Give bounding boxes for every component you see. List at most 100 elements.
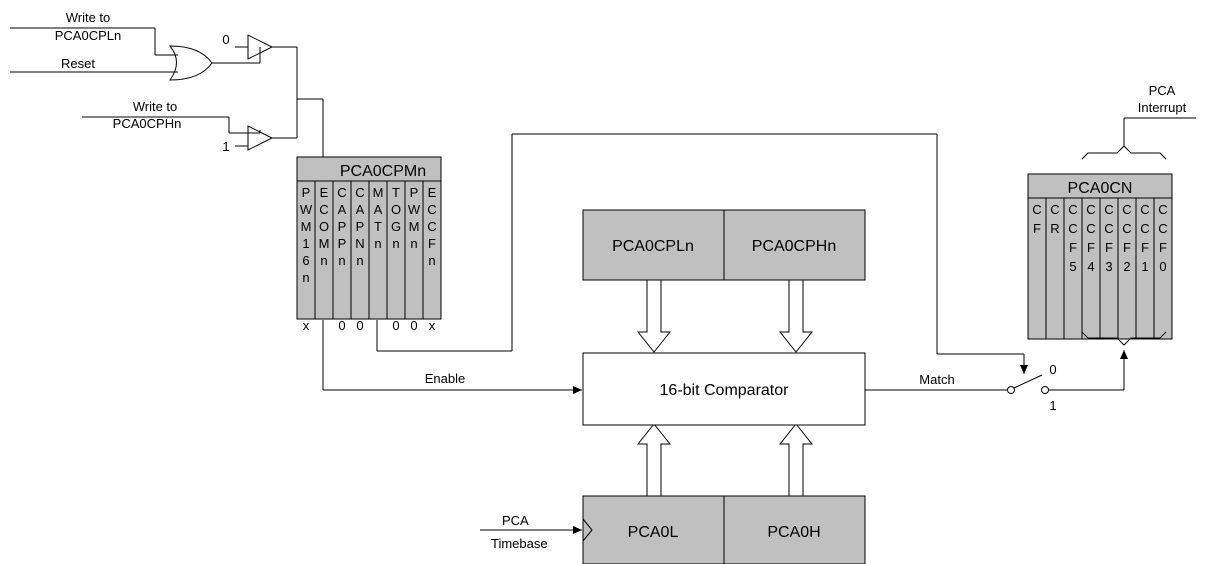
pca0cpmn-bit-3-char-3: N	[355, 236, 364, 251]
interrupt-label-2: Interrupt	[1138, 100, 1187, 115]
buffer-bottom-input-value: 1	[222, 139, 229, 154]
pca0cpmn-title: PCA0CPMn	[340, 163, 426, 180]
switch-pos-1: 1	[1049, 398, 1056, 413]
pca0cpmn-bit-6-char-0: P	[410, 185, 419, 200]
write-to-cpl-label-2: PCA0CPLn	[55, 28, 121, 43]
pca0cpmn-bit-1-char-2: O	[319, 219, 329, 234]
pca0cn-bit-5-char-0: C	[1122, 202, 1131, 217]
pca0cpmn-bit-3-char-0: C	[355, 185, 364, 200]
switch-pos-0: 0	[1049, 362, 1056, 377]
bus-arrow-cpl-down	[636, 279, 672, 353]
write-to-cph-label-2: PCA0CPHn	[113, 116, 182, 131]
pca0cpmn-bit-7-char-3: F	[428, 236, 436, 251]
pca0cn-bit-7-char-3: 0	[1159, 259, 1166, 274]
pca0cpmn-bit-2-char-0: C	[337, 185, 346, 200]
pca0cn-bit-7-char-0: C	[1158, 202, 1167, 217]
bus-arrow-low-up	[636, 423, 672, 497]
pca0cn-bit-6-char-3: 1	[1141, 259, 1148, 274]
pca0cpmn-bit-0-char-0: P	[302, 185, 311, 200]
switch-pivot	[1007, 386, 1015, 394]
pca0cpmn-value-0: x	[303, 318, 310, 333]
pca0cn-bit-3-char-2: F	[1087, 240, 1095, 255]
pca0cpmn-bit-4-char-0: M	[373, 185, 384, 200]
pca0cpmn-bit-3-char-1: A	[356, 202, 365, 217]
pca0cn-bit-5-char-3: 2	[1123, 259, 1130, 274]
reset-label: Reset	[61, 56, 95, 71]
pca0cpmn-value-6: 0	[410, 318, 417, 333]
pca0cn-bit-2-char-1: C	[1068, 221, 1077, 236]
input-logic: Write to PCA0CPLn Reset 0 Write to PCA0C…	[10, 10, 327, 185]
pca0cpmn-register: PCA0CPMnPWM16nECOMnCAPPnCAPNnMATnTOGnPWM…	[296, 156, 442, 333]
pca0cn-bit-6-char-2: F	[1141, 240, 1149, 255]
pca0cn-bit-5-char-1: C	[1122, 221, 1131, 236]
pca0cpmn-bit-6-char-3: n	[410, 236, 417, 251]
pca-interrupt: PCA Interrupt	[1081, 83, 1196, 346]
write-to-cph-label-1: Write to	[133, 99, 178, 114]
pca0cpmn-bit-5-char-0: T	[392, 185, 400, 200]
pca0cpmn-bit-7-char-0: E	[428, 185, 437, 200]
pca0cpmn-bit-2-char-4: n	[338, 253, 345, 268]
pca0cpmn-bit-0-char-5: n	[302, 270, 309, 285]
match-label: Match	[919, 372, 954, 387]
tristate-buffer-top	[247, 34, 274, 60]
pca0l-register: PCA0L	[628, 524, 679, 541]
pca0cn-bit-2-char-2: F	[1069, 240, 1077, 255]
pca0cpmn-bit-5-char-2: G	[391, 219, 401, 234]
pca0cpmn-value-2: 0	[338, 318, 345, 333]
pca0h-register: PCA0H	[767, 524, 820, 541]
comparator-label: 16-bit Comparator	[660, 382, 790, 399]
timebase-label-1: PCA	[502, 513, 529, 528]
pca0cn-bit-2-char-3: 5	[1069, 259, 1076, 274]
pca0cpmn-bit-7-char-2: C	[427, 219, 436, 234]
cpm-signal-lines: Enable	[322, 133, 1028, 394]
timebase-label-2: Timebase	[491, 536, 548, 551]
pca0cphn-register: PCA0CPHn	[752, 238, 836, 255]
pca0cpmn-bit-0-char-1: W	[300, 202, 313, 217]
pca0cpmn-bit-3-char-4: n	[356, 253, 363, 268]
pca0cpmn-bit-1-char-4: n	[320, 253, 327, 268]
pca0cpmn-bit-5-char-3: n	[392, 236, 399, 251]
pca0cpmn-bit-0-char-2: M	[301, 219, 312, 234]
timer-registers: PCA0L PCA0H PCA Timebase	[480, 495, 866, 564]
pca0cn-bit-2-char-0: C	[1068, 202, 1077, 217]
pca0cpmn-bit-4-char-3: n	[374, 236, 381, 251]
pca0cpmn-bit-2-char-1: A	[338, 202, 347, 217]
pca0cn-bit-4-char-2: F	[1105, 240, 1113, 255]
pca0cpmn-bit-3-char-2: P	[356, 219, 365, 234]
pca0cn-bit-3-char-3: 4	[1087, 259, 1094, 274]
pca0cn-bit-6-char-0: C	[1140, 202, 1149, 217]
comparator: 16-bit Comparator	[582, 352, 866, 426]
pca0cpmn-value-5: 0	[392, 318, 399, 333]
brace-top	[1081, 145, 1167, 160]
switch-contact-1	[1041, 386, 1049, 394]
pca0cpmn-bit-6-char-2: M	[409, 219, 420, 234]
pca0cpmn-bit-4-char-2: T	[374, 219, 382, 234]
pca0cn-bit-7-char-1: C	[1158, 221, 1167, 236]
pca0cpln-register: PCA0CPLn	[612, 238, 694, 255]
pca0cn-bit-1-char-1: R	[1050, 221, 1059, 236]
bus-arrow-cph-down	[778, 279, 814, 353]
pca0cpmn-bit-7-char-4: n	[428, 253, 435, 268]
pca0cpmn-bit-6-char-1: W	[408, 202, 421, 217]
pca0cn-bit-4-char-0: C	[1104, 202, 1113, 217]
or-gate	[168, 45, 213, 81]
pca0cn-bit-4-char-3: 3	[1105, 259, 1112, 274]
bus-arrows	[636, 279, 814, 497]
pca0cn-bit-1-char-0: C	[1050, 202, 1059, 217]
pca0cpmn-bit-5-char-1: O	[391, 202, 401, 217]
bus-arrow-high-up	[778, 423, 814, 497]
pca0cpmn-bit-1-char-1: C	[319, 202, 328, 217]
pca0cpmn-bit-1-char-3: M	[319, 236, 330, 251]
pca0cpmn-bit-7-char-1: C	[427, 202, 436, 217]
tristate-buffer-bottom	[247, 125, 274, 151]
pca0cpmn-value-7: x	[429, 318, 436, 333]
enable-label: Enable	[425, 371, 465, 386]
capture-compare-registers: PCA0CPLn PCA0CPHn	[582, 209, 866, 281]
pca0cn-bit-6-char-1: C	[1140, 221, 1149, 236]
pca0cn-title: PCA0CN	[1068, 180, 1133, 197]
pca0cn-bit-0-char-1: F	[1033, 221, 1041, 236]
pca0cpmn-bit-2-char-2: P	[338, 219, 347, 234]
interrupt-label-1: PCA	[1149, 83, 1176, 98]
